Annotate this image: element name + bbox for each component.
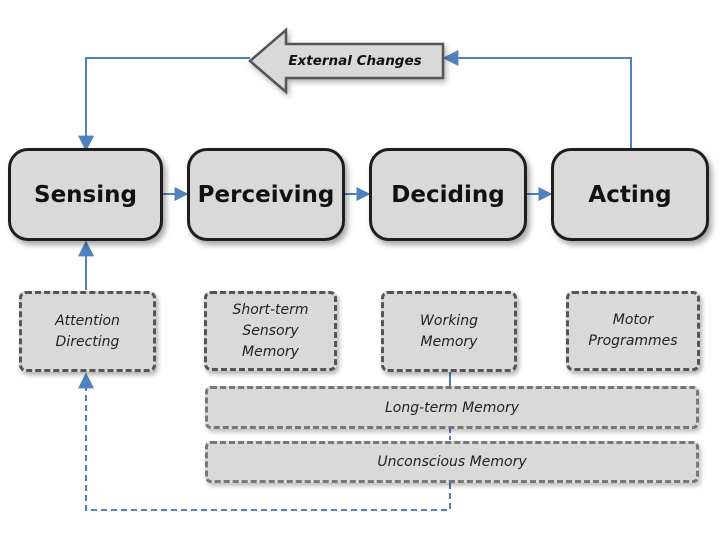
stage-deciding: Deciding xyxy=(369,148,527,241)
stage-deciding-label: Deciding xyxy=(391,181,505,208)
unconscious-memory-label: Unconscious Memory xyxy=(377,454,527,470)
external-changes-arrow xyxy=(248,27,445,95)
short-term-sensory-memory-label: Short-term Sensory Memory xyxy=(232,301,309,360)
short-term-sensory-memory-box: Short-term Sensory Memory xyxy=(204,291,337,371)
stage-sensing-label: Sensing xyxy=(34,181,137,208)
stage-acting: Acting xyxy=(551,148,709,241)
feedback-line-left xyxy=(78,57,250,152)
dashed-loop-unconscious-to-attention xyxy=(78,372,451,511)
motor-programmes-label: Motor Programmes xyxy=(588,312,678,349)
long-term-memory-label: Long-term Memory xyxy=(384,399,520,416)
stage-perceiving: Perceiving xyxy=(187,148,345,241)
motor-programmes-box: Motor Programmes xyxy=(566,291,700,371)
unconscious-memory-box: Unconscious Memory xyxy=(205,441,699,483)
working-memory-box: Working Memory xyxy=(381,291,517,372)
attention-directing-box: Attention Directing xyxy=(19,291,156,372)
attention-directing-label: Attention Directing xyxy=(55,312,120,350)
feedback-line-right xyxy=(442,50,632,150)
stage-sensing: Sensing xyxy=(8,148,163,241)
stage-perceiving-label: Perceiving xyxy=(197,181,335,208)
external-changes-label: External Changes xyxy=(288,53,422,69)
working-memory-label: Working Memory xyxy=(420,312,478,350)
stage-acting-label: Acting xyxy=(588,181,672,208)
long-term-memory-box: Long-term Memory xyxy=(205,386,699,429)
